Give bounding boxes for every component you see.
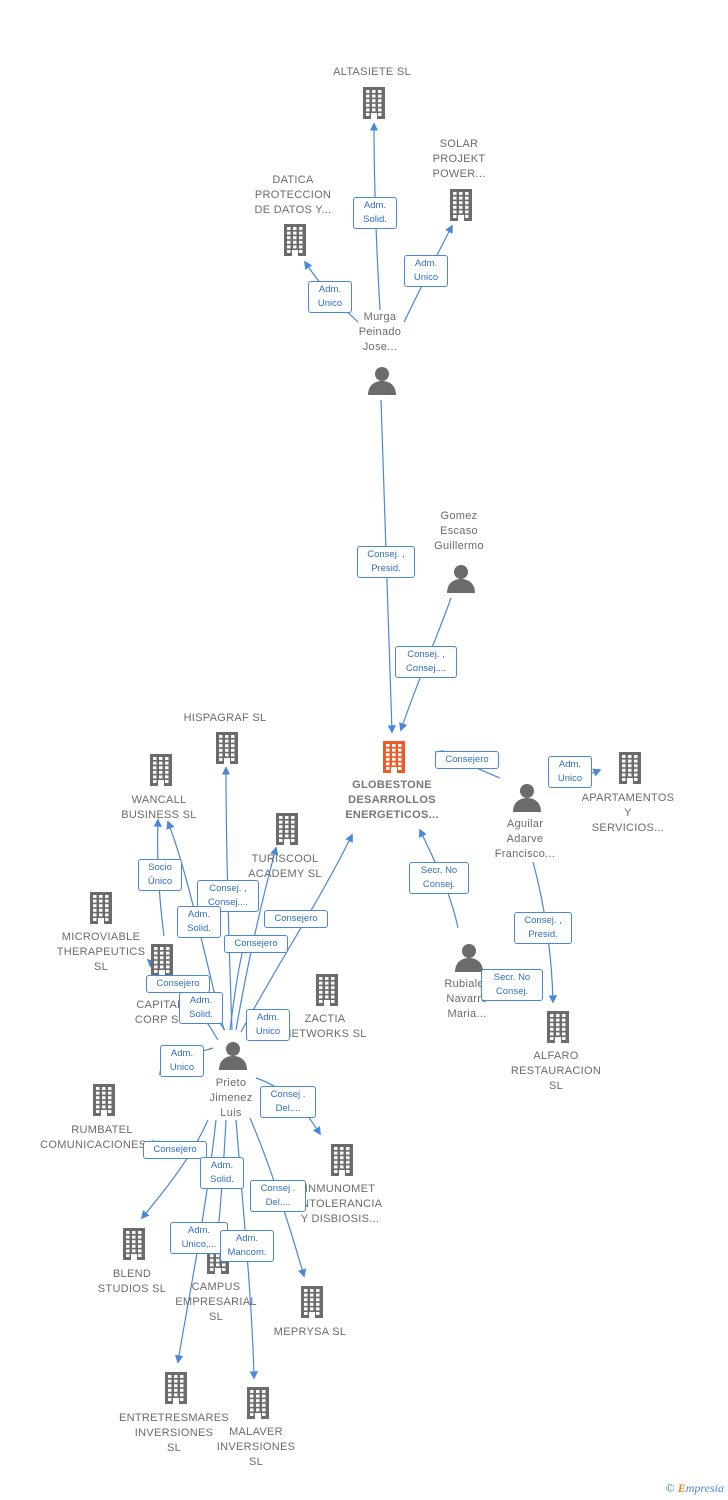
edge-line — [140, 1119, 209, 1220]
edge-label[interactable]: Adm. Unico — [548, 756, 592, 788]
edge-label[interactable]: Adm. Unico — [160, 1045, 204, 1077]
edge-label[interactable]: Consej . Del.... — [260, 1086, 316, 1118]
edge-label[interactable]: Adm. Mancom. — [220, 1230, 274, 1262]
node-label[interactable]: MALAVER INVERSIONES SL — [216, 1426, 296, 1468]
person-icon[interactable] — [512, 782, 542, 812]
edge-line — [235, 846, 279, 1031]
person-icon[interactable] — [367, 365, 397, 395]
node-label[interactable]: ENTRETRESMARES INVERSIONES SL — [119, 1412, 229, 1454]
edge-label[interactable]: Adm. Solid. — [353, 197, 397, 229]
edge-label[interactable]: Consejero — [146, 975, 210, 993]
edge-line — [240, 833, 353, 1033]
building-icon[interactable] — [313, 973, 341, 1007]
edge-label[interactable]: Consejero — [435, 751, 499, 769]
node-label[interactable]: Prieto Jimenez Luis — [209, 1077, 253, 1119]
edge-label[interactable]: Consej . Del.... — [250, 1180, 306, 1212]
node-label[interactable]: ALFARO RESTAURACION SL — [510, 1050, 602, 1092]
edge-line — [174, 1119, 217, 1364]
edge-label[interactable]: Consej. , Consej.... — [395, 646, 457, 678]
node-label[interactable]: TURISCOOL ACADEMY SL — [248, 853, 322, 880]
edge-label[interactable]: Adm. Solid. — [179, 992, 223, 1024]
edge-label[interactable]: Adm. Unico — [308, 281, 352, 313]
node-label[interactable]: GLOBESTONE DESARROLLOS ENERGETICOS... — [345, 779, 439, 821]
building-icon[interactable] — [162, 1371, 190, 1405]
building-icon[interactable] — [616, 751, 644, 785]
building-icon[interactable] — [273, 812, 301, 846]
node-label[interactable]: BLEND STUDIOS SL — [97, 1268, 167, 1295]
edge-label[interactable]: Secr. No Consej. — [409, 862, 469, 894]
person-icon[interactable] — [218, 1040, 248, 1070]
building-icon[interactable] — [90, 1083, 118, 1117]
edge-label[interactable]: Consejero — [264, 910, 328, 928]
node-label[interactable]: RUMBATEL COMUNICACIONES SL — [40, 1124, 163, 1151]
edge-label[interactable]: Consejero — [143, 1141, 207, 1159]
edge-label[interactable]: Socio Único — [138, 859, 182, 891]
edge-label[interactable]: Adm. Solid. — [200, 1157, 244, 1189]
building-icon[interactable] — [281, 223, 309, 257]
edge-line — [229, 944, 247, 1031]
node-label[interactable]: ALTASIETE SL — [333, 66, 411, 78]
brand-initial: E — [677, 1481, 686, 1495]
building-icon[interactable] — [328, 1143, 356, 1177]
building-icon[interactable] — [244, 1386, 272, 1420]
node-label[interactable]: MEPRYSA SL — [273, 1326, 347, 1338]
edge-label[interactable]: Consejero — [224, 935, 288, 953]
node-label[interactable]: INMUNOMET INTOLERANCIA Y DISBIOSIS... — [297, 1183, 383, 1225]
node-label[interactable]: Rubiales Navarro Maria... — [444, 978, 490, 1020]
building-icon[interactable] — [147, 753, 175, 787]
edge-label[interactable]: Adm. Unico — [246, 1009, 290, 1041]
person-icon[interactable] — [446, 563, 476, 593]
building-icon[interactable] — [213, 731, 241, 765]
edge-label[interactable]: Adm. Solid. — [177, 906, 221, 938]
node-label[interactable]: APARTAMENTOS Y SERVICIOS... — [581, 792, 675, 834]
edge-label[interactable]: Adm. Unico,... — [170, 1222, 228, 1254]
building-icon[interactable] — [87, 891, 115, 925]
node-label[interactable]: WANCALL BUSINESS SL — [121, 794, 197, 821]
empresia-footer[interactable]: © Empresia — [666, 1481, 724, 1496]
node-label[interactable]: ZACTIA NETWORKS SL — [283, 1013, 367, 1040]
building-icon[interactable] — [447, 188, 475, 222]
node-label[interactable]: Aguilar Adarve Francisco... — [494, 818, 556, 860]
building-icon[interactable] — [544, 1010, 572, 1044]
node-label[interactable]: Gomez Escaso Guillermo — [434, 510, 484, 552]
person-icon[interactable] — [454, 942, 484, 972]
node-label[interactable]: MICROVIABLE THERAPEUTICS SL — [56, 931, 146, 973]
building-icon[interactable] — [298, 1285, 326, 1319]
node-label[interactable]: Murga Peinado Jose... — [358, 311, 402, 353]
building-icon[interactable] — [148, 943, 176, 977]
building-icon[interactable] — [360, 86, 388, 120]
node-label[interactable]: DATICA PROTECCION DE DATOS Y... — [254, 174, 332, 216]
node-label[interactable]: HISPAGRAF SL — [183, 712, 267, 724]
edge-label[interactable]: Consej. , Presid. — [357, 546, 415, 578]
copyright-symbol: © — [665, 1481, 675, 1495]
brand-rest: mpresia — [685, 1481, 724, 1495]
edge-label[interactable]: Secr. No Consej. — [481, 969, 543, 1001]
building-icon[interactable] — [380, 740, 408, 774]
node-label[interactable]: SOLAR PROJEKT POWER... — [432, 138, 486, 180]
node-label[interactable]: CAMPUS EMPRESARIAL SL — [175, 1281, 257, 1323]
building-icon[interactable] — [120, 1227, 148, 1261]
edge-label[interactable]: Consej. , Presid. — [514, 912, 572, 944]
edge-label[interactable]: Adm. Unico — [404, 255, 448, 287]
